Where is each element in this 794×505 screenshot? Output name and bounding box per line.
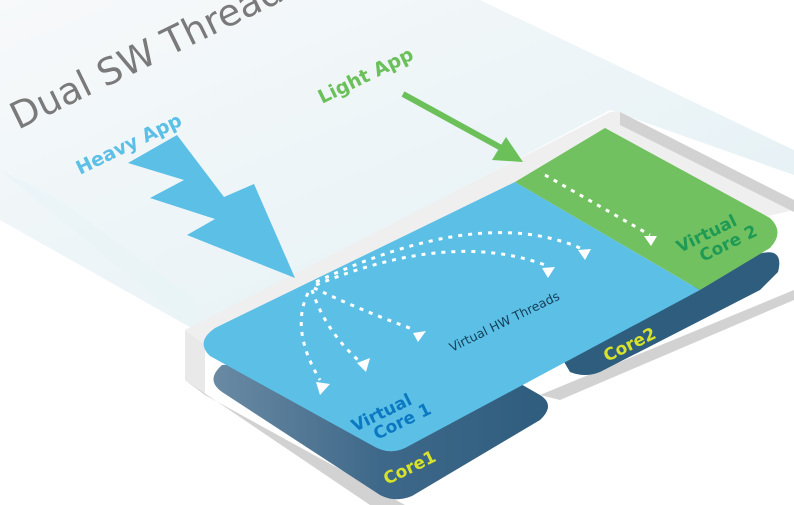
arrowhead-icon (357, 358, 370, 372)
platform-left-face (185, 330, 205, 395)
heavy-app-arrow (128, 135, 295, 278)
thread-arrowheads (316, 236, 657, 395)
arrowhead-icon (542, 267, 555, 278)
thread-arrow-6 (544, 173, 651, 237)
light-app-arrow-head (492, 137, 523, 162)
thread-arrow-1 (299, 292, 322, 381)
hw-thread-arrows (299, 173, 651, 381)
thread-arrow-3 (313, 286, 416, 332)
arrowhead-icon (578, 249, 591, 260)
arrowhead-icon (316, 382, 330, 395)
thread-arrow-2 (310, 289, 360, 362)
light-beam-lower (0, 170, 195, 330)
platform-right-bottom (540, 290, 794, 400)
physical-core-2 (560, 252, 780, 375)
light-beam (0, 0, 794, 330)
virtual-core-2 (515, 128, 778, 290)
arrowhead-icon (644, 236, 657, 246)
arrowhead-icon (413, 331, 426, 342)
light-app-arrow-shaft (401, 91, 507, 153)
platform-right-face (620, 112, 794, 212)
